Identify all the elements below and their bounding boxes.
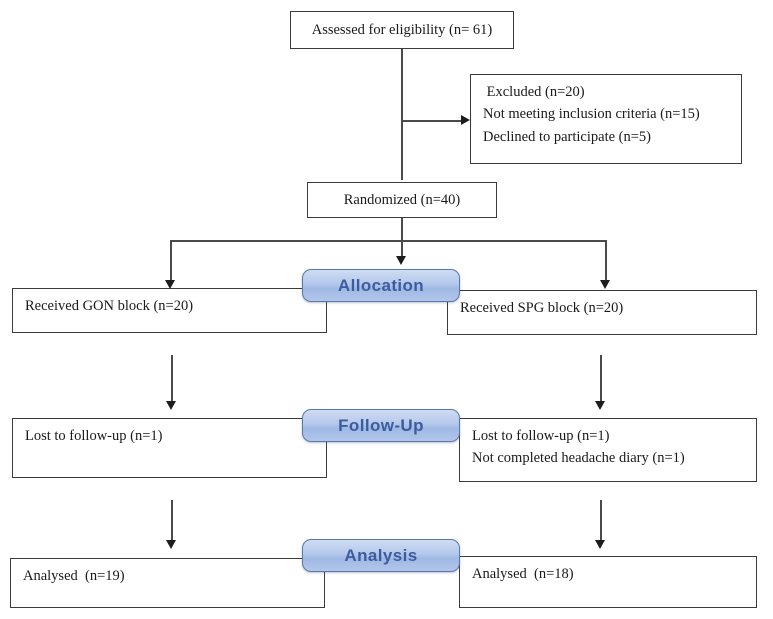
followup-banner-label: Follow-Up	[338, 415, 424, 435]
analysis-left-line-1: Analysed (n=19)	[23, 568, 125, 584]
stage-banner-analysis: Analysis	[302, 539, 460, 572]
connector-enrollment-to-randomized	[401, 49, 403, 180]
excluded-line-2: Not meeting inclusion criteria (n=15)	[483, 106, 700, 123]
node-analysis-left: Analysed (n=19)	[10, 558, 325, 608]
node-followup-right: Lost to follow-up (n=1) Not completed he…	[459, 418, 757, 482]
connector-randomized-stem	[401, 218, 403, 240]
followup-left-line-1: Lost to follow-up (n=1)	[25, 428, 163, 444]
randomized-label: Randomized (n=40)	[343, 191, 461, 208]
connector-followup-to-analysis-right	[600, 500, 602, 542]
arrow-down-icon-followup-right	[595, 401, 605, 410]
followup-right-line-1: Lost to follow-up (n=1)	[472, 428, 610, 444]
arrow-down-icon-analysis-left	[166, 540, 176, 549]
node-randomized: Randomized (n=40)	[307, 182, 497, 218]
connector-split-right	[605, 240, 607, 282]
analysis-banner-label: Analysis	[344, 545, 418, 565]
connector-split-center	[401, 240, 403, 258]
allocation-left-line-1: Received GON block (n=20)	[25, 298, 194, 314]
node-assessed-for-eligibility: Assessed for eligibility (n= 61)	[290, 11, 514, 49]
connector-allocation-to-followup-left	[171, 355, 173, 403]
stage-banner-followup: Follow-Up	[302, 409, 460, 442]
excluded-line-3: Declined to participate (n=5)	[483, 128, 652, 145]
arrow-down-icon-allocation-left	[165, 280, 175, 289]
node-allocation-right: Received SPG block (n=20)	[447, 290, 757, 335]
arrow-right-icon-excluded	[461, 115, 470, 125]
node-allocation-left: Received GON block (n=20)	[12, 288, 327, 333]
arrow-down-icon-analysis-right	[595, 540, 605, 549]
allocation-right-line-1: Received SPG block (n=20)	[460, 300, 624, 316]
connector-to-excluded	[402, 120, 462, 122]
followup-right-line-2: Not completed headache diary (n=1)	[472, 450, 685, 467]
arrow-down-icon-followup-left	[166, 401, 176, 410]
connector-allocation-split-bar	[170, 240, 607, 242]
connector-split-left	[170, 240, 172, 282]
node-excluded: Excluded (n=20) Not meeting inclusion cr…	[470, 74, 742, 164]
stage-banner-allocation: Allocation	[302, 269, 460, 302]
arrow-down-icon-allocation-center	[396, 256, 406, 265]
analysis-right-line-1: Analysed (n=18)	[472, 566, 574, 582]
excluded-line-1: Excluded (n=20)	[483, 84, 585, 100]
allocation-banner-label: Allocation	[337, 275, 425, 295]
node-analysis-right: Analysed (n=18)	[459, 556, 757, 608]
node-followup-left: Lost to follow-up (n=1)	[12, 418, 327, 478]
connector-followup-to-analysis-left	[171, 500, 173, 542]
connector-allocation-to-followup-right	[600, 355, 602, 403]
arrow-down-icon-allocation-right	[600, 280, 610, 289]
assessed-label: Assessed for eligibility (n= 61)	[311, 21, 493, 38]
